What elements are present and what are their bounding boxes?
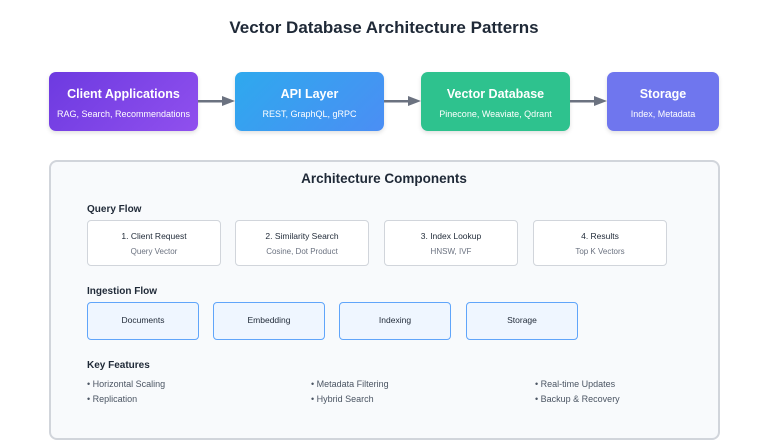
box-subtitle: REST, GraphQL, gRPC [262, 109, 357, 119]
ingestion-step: Documents [87, 302, 199, 340]
box-subtitle: RAG, Search, Recommendations [56, 109, 191, 119]
step-title: 2. Similarity Search [265, 231, 339, 241]
vector-database-box: Vector Database Pinecone, Weaviate, Qdra… [421, 72, 570, 131]
client-applications-box: Client Applications RAG, Search, Recomme… [49, 72, 198, 131]
step-title: 3. Index Lookup [420, 231, 482, 241]
step-subtitle: Query Vector [130, 247, 178, 256]
box-title: Client Applications [67, 87, 180, 101]
step-title: 4. Results [581, 231, 619, 241]
ingestion-flow-heading: Ingestion Flow [87, 286, 157, 297]
box-title: API Layer [280, 87, 339, 101]
arrow-icon [198, 96, 235, 106]
arrow-icon [384, 96, 421, 106]
ingestion-step: Indexing [339, 302, 451, 340]
step-subtitle: Top K Vectors [575, 247, 625, 256]
architecture-components-panel [49, 160, 720, 440]
box-title: Storage [639, 87, 687, 101]
step-subtitle: Cosine, Dot Product [266, 247, 338, 256]
feature-item: • Horizontal Scaling [87, 379, 166, 389]
feature-item: • Backup & Recovery [535, 394, 620, 404]
step-subtitle: HNSW, IVF [430, 247, 472, 256]
feature-item: • Replication [87, 394, 138, 404]
feature-item: • Metadata Filtering [311, 379, 389, 389]
ingestion-step: Storage [466, 302, 578, 340]
feature-item: • Hybrid Search [311, 394, 374, 404]
box-subtitle: Pinecone, Weaviate, Qdrant [439, 109, 552, 119]
box-title: Vector Database [446, 87, 545, 101]
key-features-heading: Key Features [87, 360, 150, 371]
api-layer-box: API Layer REST, GraphQL, gRPC [235, 72, 384, 131]
ingestion-step: Embedding [213, 302, 325, 340]
page-title: Vector Database Architecture Patterns [229, 18, 539, 37]
storage-box: Storage Index, Metadata [607, 72, 719, 131]
step-title: 1. Client Request [121, 231, 187, 241]
arrow-icon [570, 96, 607, 106]
feature-item: • Real-time Updates [535, 379, 616, 389]
panel-title: Architecture Components [301, 171, 467, 186]
box-subtitle: Index, Metadata [630, 109, 696, 119]
query-flow-heading: Query Flow [87, 204, 142, 215]
